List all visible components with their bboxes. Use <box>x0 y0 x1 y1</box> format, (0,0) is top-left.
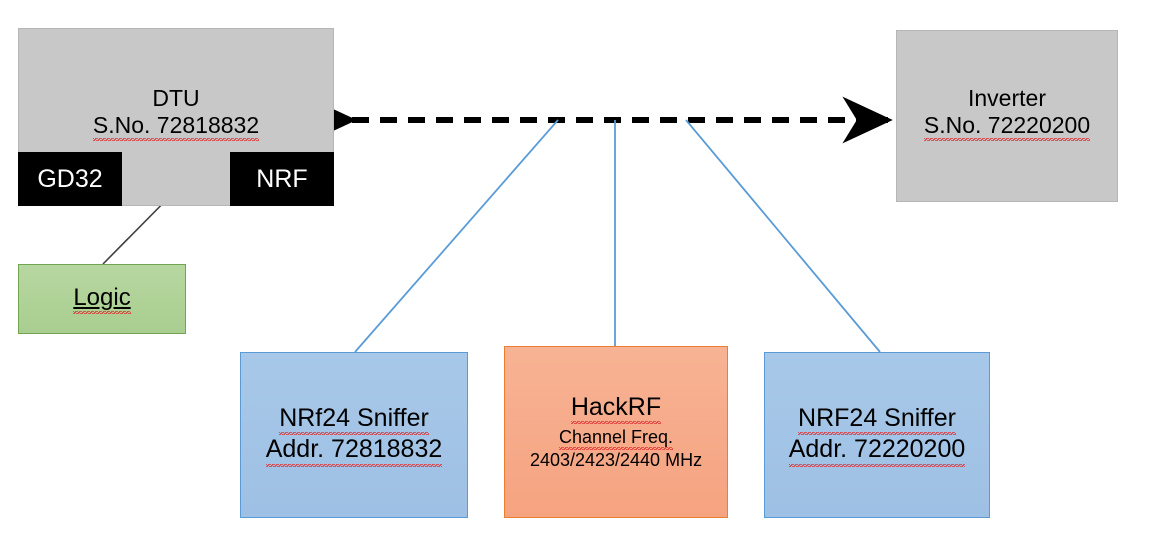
logic-label: Logic <box>73 283 131 315</box>
node-gd32[interactable]: GD32 <box>18 152 122 206</box>
inverter-title: Inverter <box>968 85 1046 111</box>
tap-line-left <box>354 119 559 353</box>
node-sniffer-left[interactable]: NRf24 Sniffer Addr. 72818832 <box>240 352 468 518</box>
node-hackrf[interactable]: HackRF Channel Freq. 2403/2423/2440 MHz <box>504 346 728 518</box>
sniffer-left-title: NRf24 Sniffer <box>279 403 429 435</box>
tap-line-right <box>685 119 881 353</box>
inverter-serial: S.No. 72220200 <box>923 112 1091 142</box>
sniffer-right-title: NRF24 Sniffer <box>798 403 956 435</box>
dtu-serial: S.No. 72818832 <box>92 112 260 142</box>
node-sniffer-right[interactable]: NRF24 Sniffer Addr. 72220200 <box>764 352 990 518</box>
sniffer-right-addr: Addr. 72220200 <box>788 435 966 467</box>
node-nrf[interactable]: NRF <box>230 152 334 206</box>
dtu-title: DTU <box>152 85 200 111</box>
node-inverter[interactable]: Inverter S.No. 72220200 <box>896 30 1118 202</box>
nrf-label: NRF <box>256 164 308 193</box>
node-logic[interactable]: Logic <box>18 264 186 334</box>
hackrf-title: HackRF <box>570 392 662 425</box>
gd32-label: GD32 <box>37 164 103 193</box>
sniffer-left-addr: Addr. 72818832 <box>265 435 443 467</box>
hackrf-frequencies: 2403/2423/2440 MHz <box>529 450 703 471</box>
hackrf-subtitle: Channel Freq. <box>558 427 674 451</box>
